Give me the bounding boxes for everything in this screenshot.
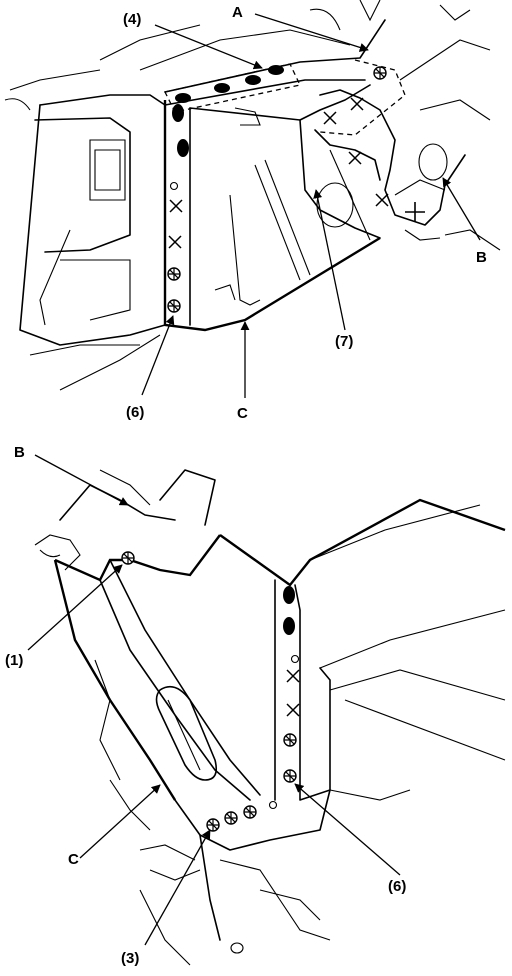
callout-6-top: (6) [126,404,144,421]
callout-b-top: B [476,249,487,266]
callout-c-top: C [237,405,248,422]
callout-b-bottom: B [14,444,25,461]
callout-3: (3) [121,950,139,967]
callout-7: (7) [335,333,353,350]
callout-4-top: (4) [123,11,141,28]
callout-a: A [232,4,243,21]
bottom-view: B (1) C (3) (6) [5,444,506,967]
callout-6-bottom: (6) [388,878,406,895]
callout-c-bottom: C [68,851,79,868]
top-view: (4) A B (7) (6) C [4,0,501,422]
callout-1: (1) [5,652,23,669]
